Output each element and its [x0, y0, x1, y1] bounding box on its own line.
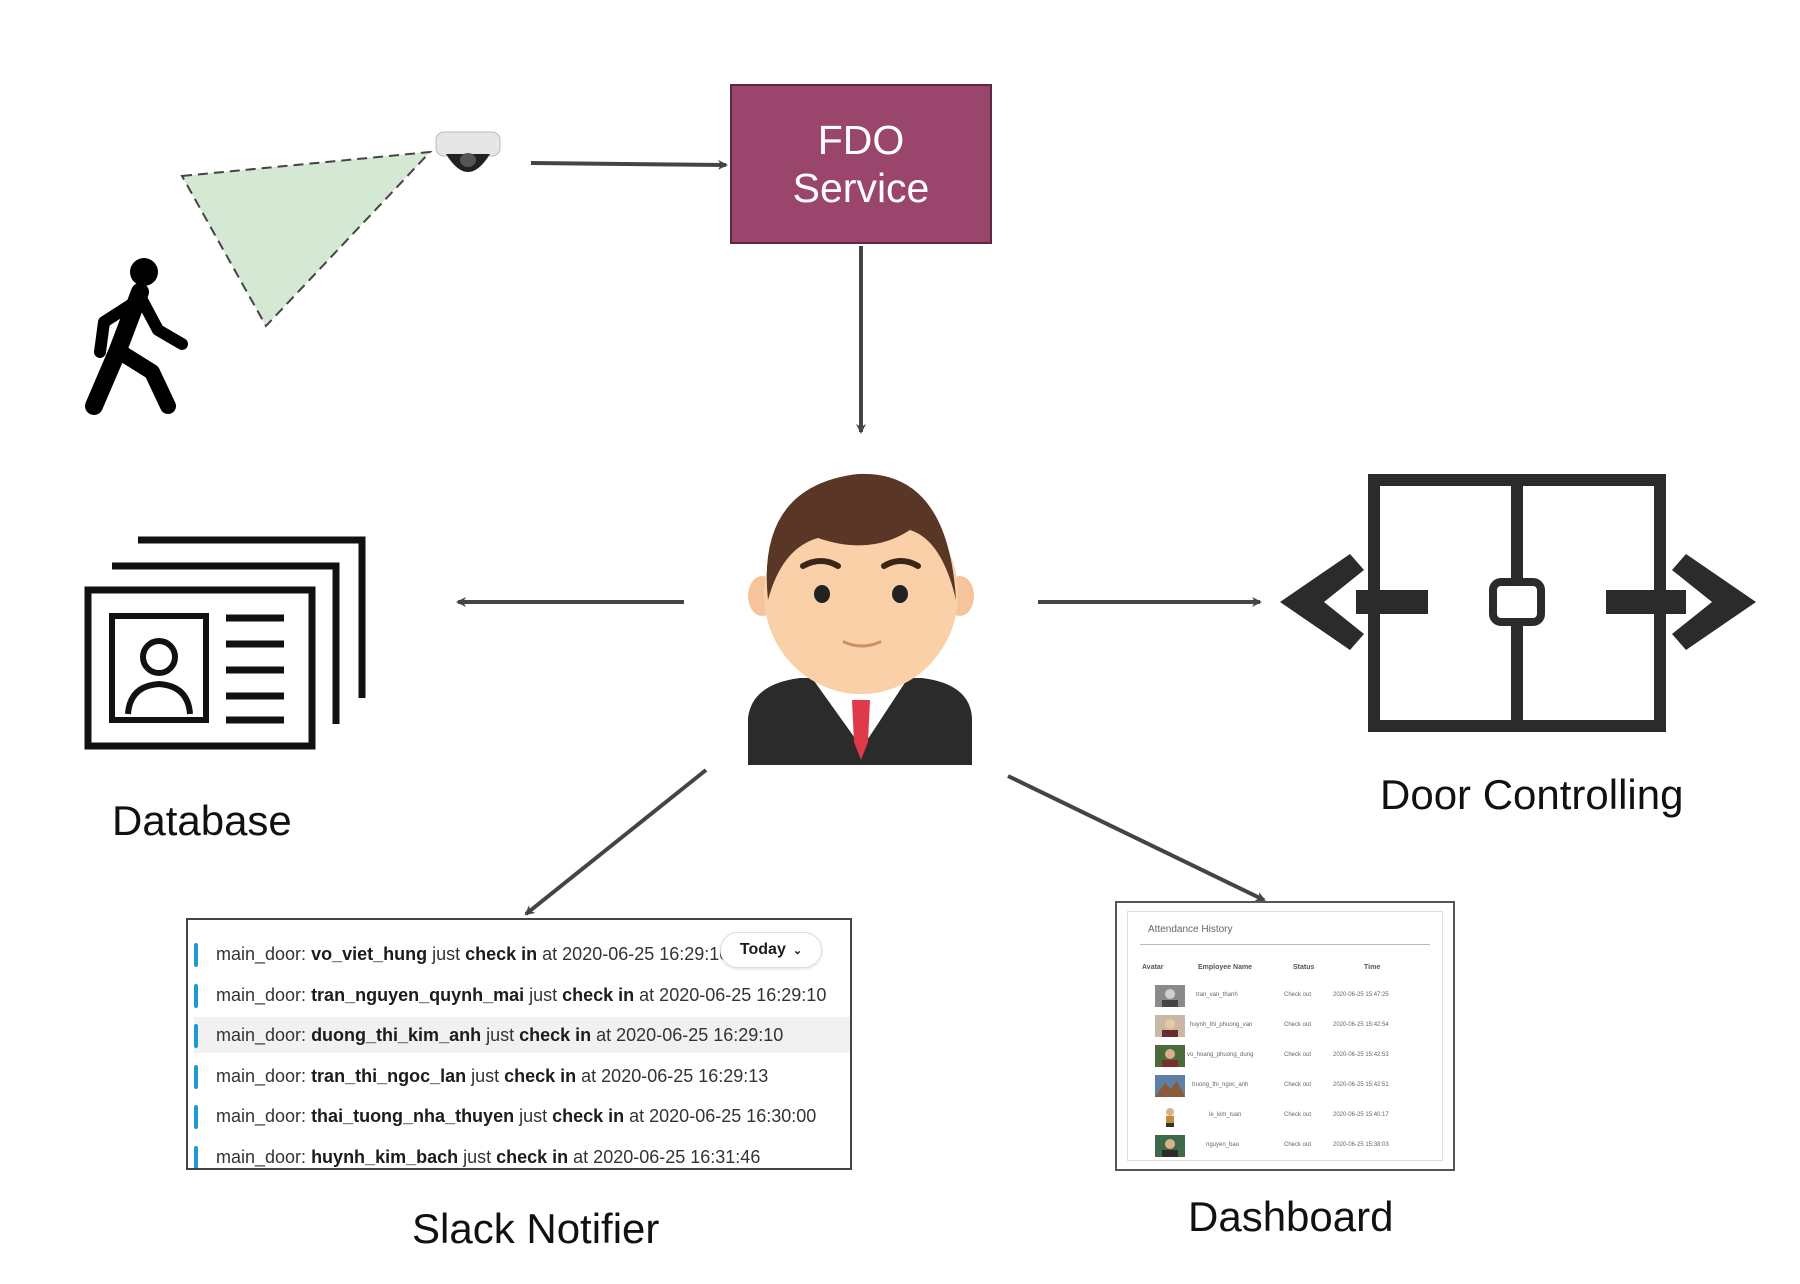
dashboard-panel: Attendance History Avatar Employee Name …: [1115, 901, 1455, 1171]
slack-notifier-label: Slack Notifier: [412, 1205, 660, 1252]
slack-message: main_door: thai_tuong_nha_thuyen just ch…: [194, 1098, 850, 1134]
today-label: Today: [739, 941, 786, 958]
table-row: le_kim_tuan Check out 2020-06-25 15:40:1…: [1128, 1102, 1442, 1130]
arrow-employee-to-dashboard: [1007, 774, 1266, 902]
avatar: [1155, 1045, 1185, 1067]
avatar: [1155, 1105, 1185, 1127]
employee-avatar-icon: [748, 473, 974, 765]
arrow-camera-to-fdo: [530, 159, 728, 170]
avatar: [1155, 1075, 1185, 1097]
slack-message: main_door: tran_thi_ngoc_lan just check …: [194, 1058, 850, 1094]
dashboard-label: Dashboard: [1188, 1193, 1394, 1240]
col-employee-name-header: Employee Name: [1198, 964, 1253, 971]
fdo-label-line2: Service: [792, 165, 930, 211]
col-status-header: Status: [1293, 964, 1315, 971]
avatar: [1155, 1015, 1185, 1037]
attendance-history-card: Attendance History Avatar Employee Name …: [1127, 911, 1443, 1161]
chevron-down-icon: ⌄: [792, 944, 803, 957]
arrow-employee-to-slack: [524, 768, 708, 916]
avatar: [1155, 1135, 1185, 1157]
table-row: huynh_thi_phuong_van Check out 2020-06-2…: [1128, 1012, 1442, 1040]
database-label: Database: [112, 797, 292, 844]
table-row: vo_hoang_phuong_dung Check out 2020-06-2…: [1128, 1042, 1442, 1070]
slack-message: main_door: duong_thi_kim_anh just check …: [194, 1017, 850, 1053]
avatar: [1155, 985, 1185, 1007]
attendance-history-title: Attendance History: [1148, 924, 1233, 935]
database-cards-icon: [84, 536, 366, 750]
divider: [1140, 944, 1430, 945]
camera-view-cone: [180, 150, 433, 328]
col-time-header: Time: [1364, 964, 1381, 971]
slack-message: main_door: huynh_kim_bach just check in …: [194, 1139, 850, 1168]
col-avatar-header: Avatar: [1142, 964, 1164, 971]
table-row: truong_thi_ngoc_anh Check out 2020-06-25…: [1128, 1072, 1442, 1100]
door-controlling-icon: [1280, 474, 1756, 732]
fdo-service-box: FDO Service: [730, 84, 992, 244]
walking-person-icon: [85, 258, 188, 415]
dome-camera-icon: [435, 131, 501, 172]
table-row: tran_van_thanh Check out 2020-06-25 15:4…: [1128, 982, 1442, 1010]
today-date-pill[interactable]: Today ⌄: [720, 932, 822, 968]
fdo-label-line1: FDO: [817, 117, 905, 163]
slack-notifier-panel: main_door: vo_viet_hung just check in at…: [186, 918, 852, 1170]
door-controlling-label: Door Controlling: [1380, 771, 1684, 818]
slack-message: main_door: tran_nguyen_quynh_mai just ch…: [194, 977, 850, 1013]
slack-message: main_door: vo_viet_hung just check in at…: [194, 936, 850, 972]
table-row: nguyen_bao Check out 2020-06-25 15:38:03: [1128, 1132, 1442, 1160]
